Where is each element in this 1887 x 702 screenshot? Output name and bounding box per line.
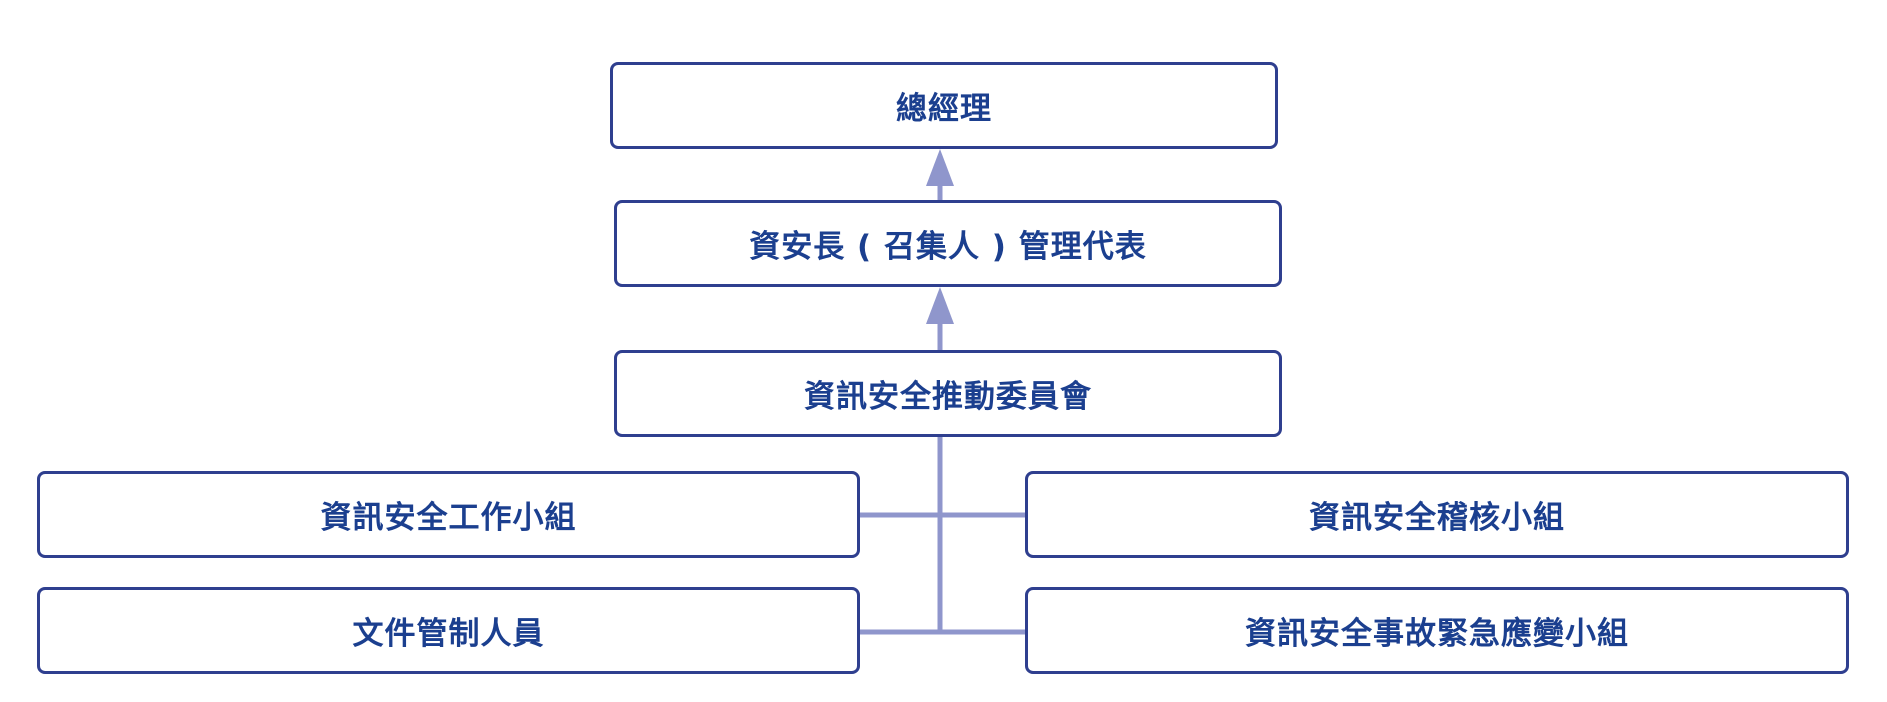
arrowhead-committee-to-ciso (926, 287, 954, 324)
node-label: 資安長 ( 召集人 ) 管理代表 (749, 229, 1147, 265)
node-work-group: 資訊安全工作小組 (37, 471, 860, 558)
node-committee: 資訊安全推動委員會 (614, 350, 1282, 437)
node-document-control: 文件管制人員 (37, 587, 860, 674)
arrowhead-ciso-to-gm (926, 149, 954, 186)
node-audit-group: 資訊安全稽核小組 (1025, 471, 1849, 558)
node-label: 資訊安全事故緊急應變小組 (1245, 616, 1629, 652)
node-ciso: 資安長 ( 召集人 ) 管理代表 (614, 200, 1282, 287)
node-label: 資訊安全稽核小組 (1309, 500, 1565, 536)
node-label: 文件管制人員 (352, 616, 545, 652)
node-label: 總經理 (896, 91, 992, 127)
node-general-manager: 總經理 (610, 62, 1278, 149)
node-incident-response: 資訊安全事故緊急應變小組 (1025, 587, 1849, 674)
node-label: 資訊安全推動委員會 (804, 379, 1092, 415)
node-label: 資訊安全工作小組 (320, 500, 577, 536)
